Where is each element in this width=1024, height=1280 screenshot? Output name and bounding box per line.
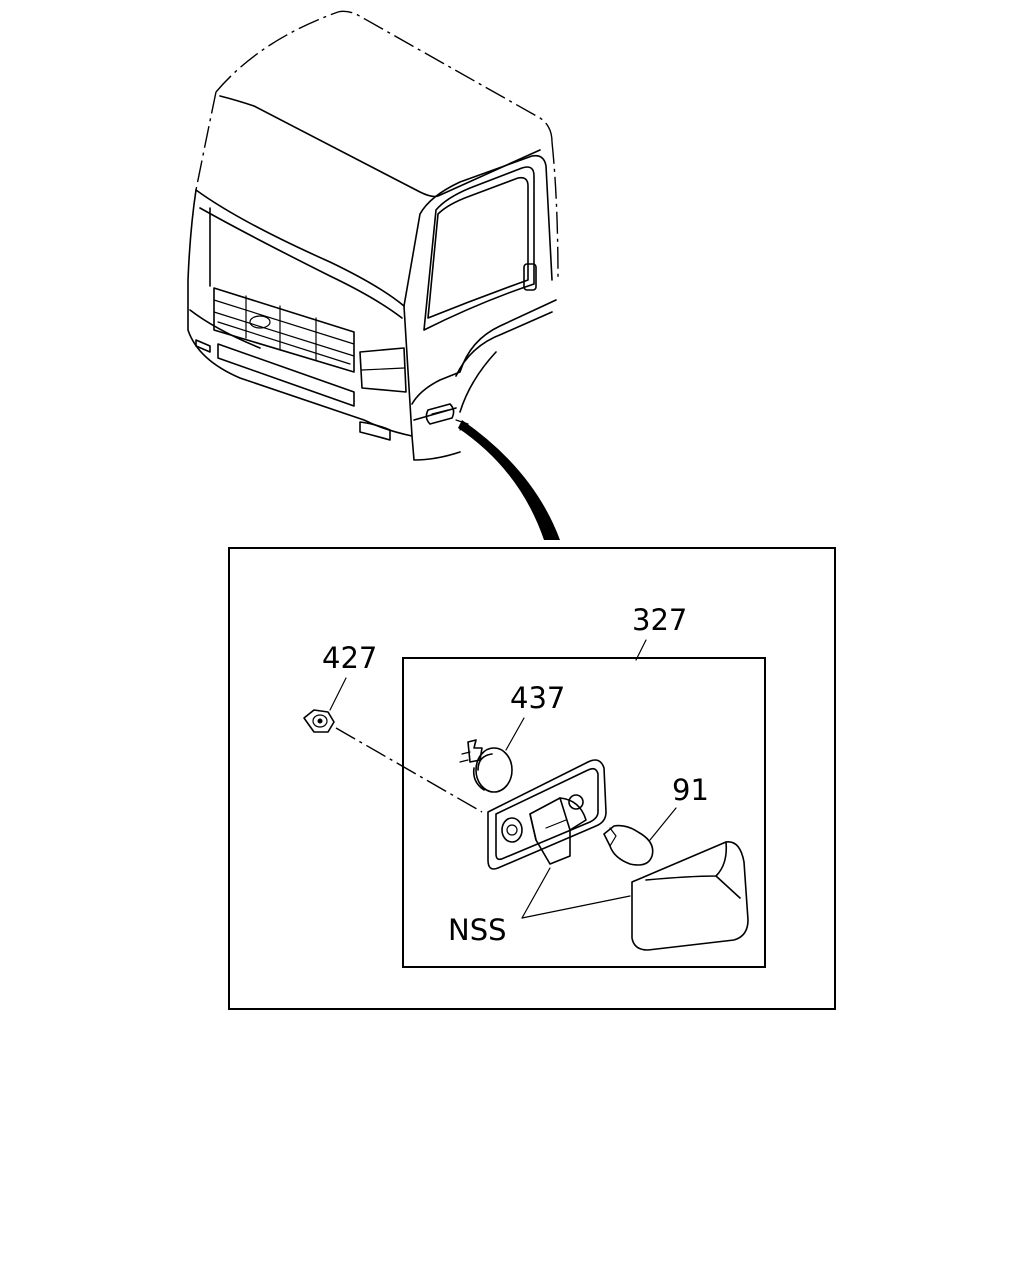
truck-cab-illustration [187, 10, 559, 461]
nut-part-427 [303, 709, 335, 733]
detail-leader [458, 420, 560, 540]
lamp-housing [487, 759, 607, 870]
detail-frame-outer [228, 547, 836, 1010]
callout-437: 437 [510, 681, 565, 715]
socket-part-437 [459, 739, 513, 793]
callout-427: 427 [322, 641, 377, 675]
detail-frame-327 [402, 657, 766, 968]
callout-nss: NSS [448, 913, 507, 947]
lens-part [631, 841, 749, 951]
callout-leaders [329, 639, 677, 919]
bulb-part-91 [603, 824, 654, 866]
callout-327: 327 [632, 603, 687, 637]
nut-centerline [335, 727, 483, 813]
callout-91: 91 [672, 773, 709, 807]
